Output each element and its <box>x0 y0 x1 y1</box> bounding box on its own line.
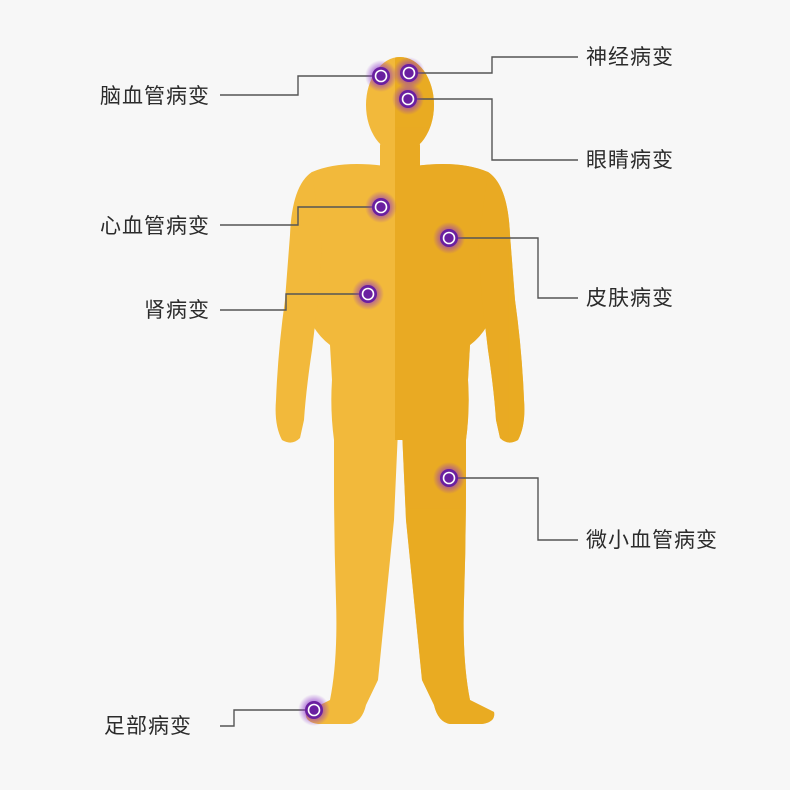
body-silhouette <box>275 57 525 724</box>
leader-lines <box>220 56 578 727</box>
label-foot: 足部病变 <box>104 714 192 738</box>
label-cerebrovascular: 脑血管病变 <box>100 84 210 108</box>
marker-kidney <box>352 278 384 310</box>
marker-cerebrovascular <box>365 60 397 92</box>
label-eye: 眼睛病变 <box>586 148 674 172</box>
leader-line-skin <box>449 237 578 299</box>
label-skin: 皮肤病变 <box>586 286 674 310</box>
marker-skin <box>433 222 465 254</box>
leader-line-neuropathy <box>409 56 578 74</box>
leader-line-cerebrovascular <box>220 75 381 96</box>
marker-cardiovascular <box>365 191 397 223</box>
markers <box>298 57 465 726</box>
marker-microvascular <box>433 462 465 494</box>
leader-line-foot <box>220 709 314 727</box>
label-neuropathy: 神经病变 <box>586 45 674 69</box>
leader-line-microvascular <box>449 477 578 541</box>
leader-line-eye <box>408 98 578 161</box>
label-microvascular: 微小血管病变 <box>586 528 718 552</box>
marker-eye <box>392 83 424 115</box>
leader-line-kidney <box>220 293 368 311</box>
marker-foot <box>298 694 330 726</box>
marker-neuropathy <box>393 57 425 89</box>
label-kidney: 肾病变 <box>144 298 210 322</box>
leader-line-cardiovascular <box>220 206 381 226</box>
label-cardiovascular: 心血管病变 <box>100 214 210 238</box>
